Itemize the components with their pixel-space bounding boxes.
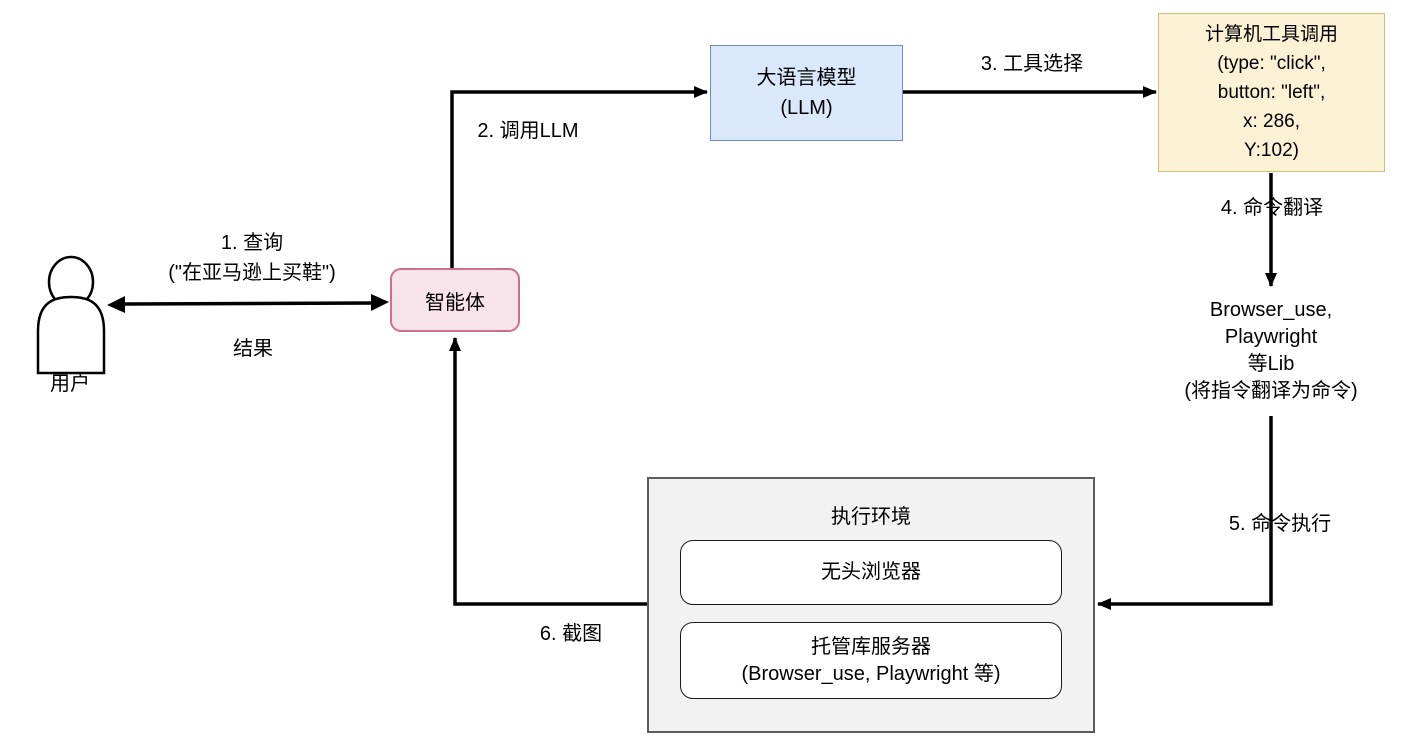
- execution-env-title: 执行环境: [831, 506, 911, 528]
- llm-label-line2: (LLM): [780, 97, 833, 119]
- lib-server-line2: (Browser_use, Playwright 等): [741, 662, 1001, 685]
- tool-call-line1: 计算机工具调用: [1204, 24, 1338, 45]
- agent-label: 智能体: [425, 291, 485, 314]
- step3-label: 3. 工具选择: [980, 53, 1084, 75]
- llm-label-line1: 大语言模型: [756, 67, 857, 89]
- translator-lib-text: Browser_use, Playwright 等Lib (将指令翻译为命令): [1184, 297, 1357, 405]
- step5-label: 5. 命令执行: [1228, 513, 1332, 535]
- translator-line2: Playwright: [1224, 326, 1318, 348]
- command-execute-arrow: [1097, 416, 1273, 610]
- screenshot-arrow: [449, 337, 647, 606]
- call-llm-arrow: [450, 86, 708, 268]
- tool-call-line3: button: "left",: [1217, 82, 1326, 103]
- headless-browser-node: 无头浏览器: [680, 540, 1062, 605]
- tool-call-node: 计算机工具调用 (type: "click", button: "left", …: [1158, 13, 1385, 172]
- step2-label: 2. 调用LLM: [477, 120, 579, 142]
- result-label: 结果: [233, 338, 273, 360]
- tool-call-line5: Y:102): [1244, 140, 1299, 161]
- step4-label: 4. 命令翻译: [1220, 197, 1324, 219]
- agent-node: 智能体: [390, 268, 520, 332]
- translator-line3: 等Lib: [1247, 353, 1295, 375]
- step1-query-label: 1. 查询: [220, 232, 284, 254]
- user-label: 用户: [50, 373, 90, 395]
- lib-server-node: 托管库服务器 (Browser_use, Playwright 等): [680, 622, 1062, 699]
- user-person-icon: [36, 255, 106, 375]
- headless-browser-label: 无头浏览器: [821, 561, 921, 583]
- translator-line1: Browser_use,: [1209, 299, 1333, 321]
- tool-call-line4: x: 286,: [1242, 111, 1301, 132]
- llm-node: 大语言模型 (LLM): [710, 45, 903, 141]
- lib-server-line1: 托管库服务器: [811, 635, 931, 658]
- translator-line4: (将指令翻译为命令): [1184, 380, 1358, 402]
- step1-query-detail-label: ("在亚马逊上买鞋"): [168, 262, 336, 284]
- step6-label: 6. 截图: [539, 623, 603, 645]
- query-result-arrow: [107, 294, 389, 313]
- tool-call-line2: (type: "click",: [1217, 53, 1326, 74]
